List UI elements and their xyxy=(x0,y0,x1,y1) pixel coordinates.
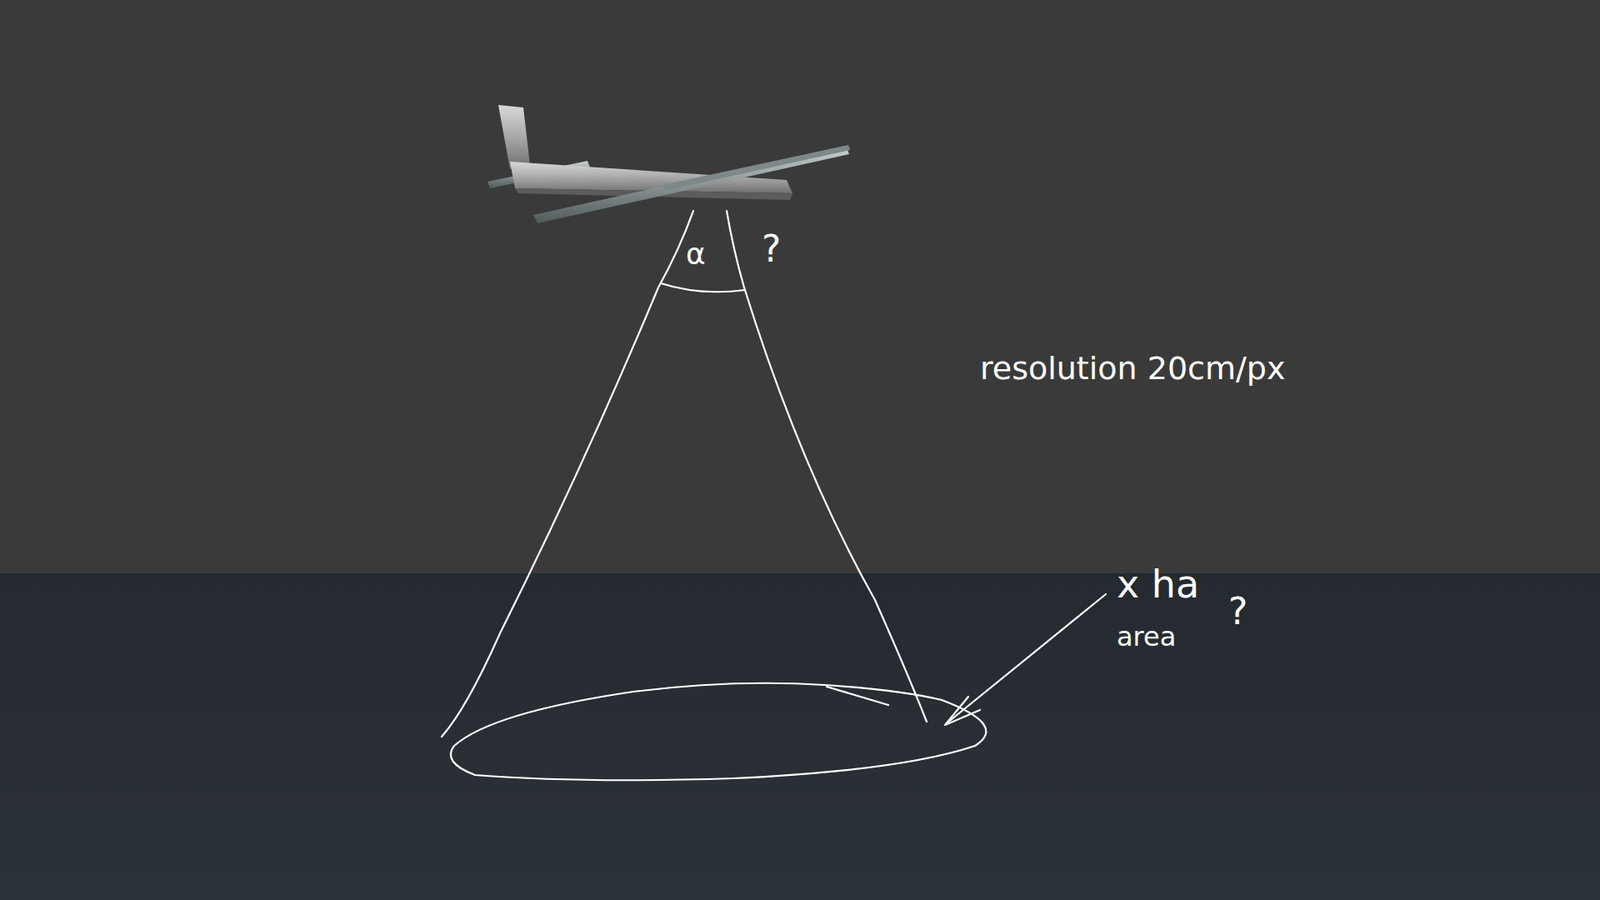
area-ellipse xyxy=(450,683,986,780)
sketch-stroke xyxy=(826,686,889,705)
tail-fin xyxy=(498,105,530,170)
cone-right-line xyxy=(726,210,927,722)
angle-arc xyxy=(660,283,745,292)
area-value: x ha xyxy=(1116,565,1200,604)
ground-band xyxy=(0,573,1600,900)
resolution-note: resolution 20cm/px xyxy=(980,352,1285,385)
question-mark: ? xyxy=(761,230,781,268)
area-note: area xyxy=(1116,623,1176,650)
arrow-head xyxy=(945,696,980,725)
airplane xyxy=(487,105,850,224)
angle-symbol: α xyxy=(685,239,706,270)
cone-left-line xyxy=(441,210,694,737)
wing xyxy=(533,145,850,224)
sketch-lines xyxy=(441,210,1106,780)
leader-arrow xyxy=(946,594,1106,724)
question-mark: ? xyxy=(1228,593,1248,630)
wing-edge xyxy=(662,145,850,191)
